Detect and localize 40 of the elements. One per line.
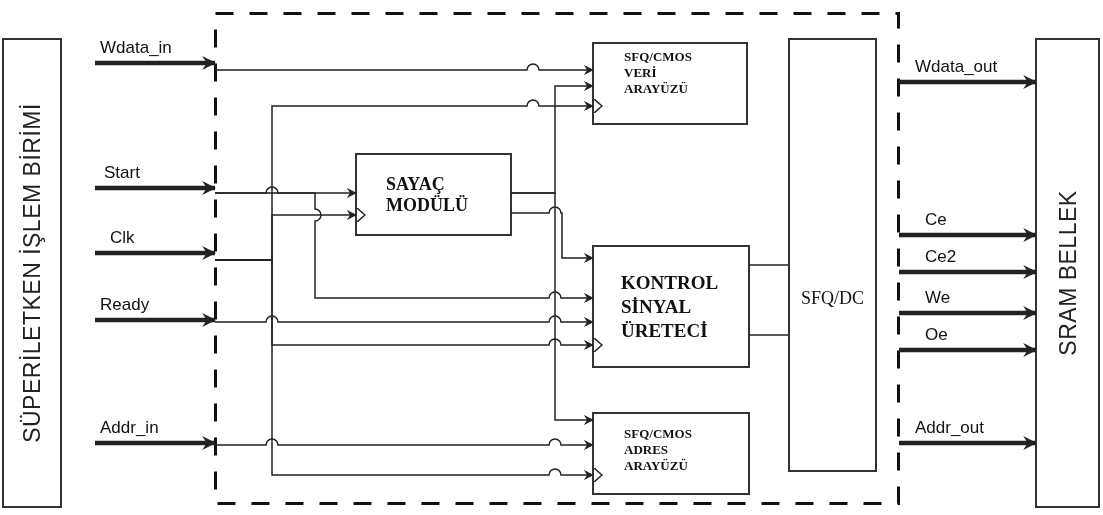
vertical-label: SRAM BELLEK <box>1053 190 1082 356</box>
signal-arrow <box>899 343 1038 357</box>
signal-arrow <box>95 436 217 450</box>
edge-label: Wdata_in <box>100 38 172 58</box>
block-box <box>355 153 512 236</box>
signal-arrow <box>899 75 1038 89</box>
edge-label: Addr_in <box>100 418 159 438</box>
block-box <box>592 245 750 368</box>
wire <box>214 63 594 75</box>
block-box <box>592 42 748 125</box>
signal-arrow <box>95 313 217 327</box>
edge-label: Wdata_out <box>915 57 998 77</box>
signal-arrow <box>95 56 217 70</box>
block-label: SFQ/DC <box>801 288 864 309</box>
edge-label: Addr_out <box>915 418 984 438</box>
wire <box>510 206 594 263</box>
wire <box>748 264 790 266</box>
block-box <box>1035 38 1100 508</box>
wire <box>214 259 594 480</box>
signal-arrow <box>899 436 1038 450</box>
block-box <box>2 38 62 508</box>
block-box <box>788 38 877 472</box>
signal-arrow <box>899 265 1038 279</box>
dashed-boundary <box>214 12 900 505</box>
wire <box>214 192 594 303</box>
signal-arrow <box>95 181 217 195</box>
block-label: SFQ/CMOS ADRES ARAYÜZÜ <box>624 426 693 474</box>
wire <box>214 315 594 327</box>
block-label: KONTROL SİNYAL ÜRETECİ <box>621 270 719 343</box>
block-box <box>592 412 750 495</box>
vertical-label: SÜPERİLETKEN İŞLEM BİRİMİ <box>17 103 46 443</box>
block-label: SAYAÇ MODÜLÜ <box>386 173 469 216</box>
wire <box>214 438 594 450</box>
wire <box>510 192 594 425</box>
signal-arrow <box>899 306 1038 320</box>
signal-arrow <box>899 228 1038 242</box>
wire <box>748 334 790 336</box>
block-label: SFQ/CMOS VERİ ARAYÜZÜ <box>624 49 693 97</box>
edge-label: Ready <box>100 295 150 315</box>
signal-arrow <box>95 246 217 260</box>
